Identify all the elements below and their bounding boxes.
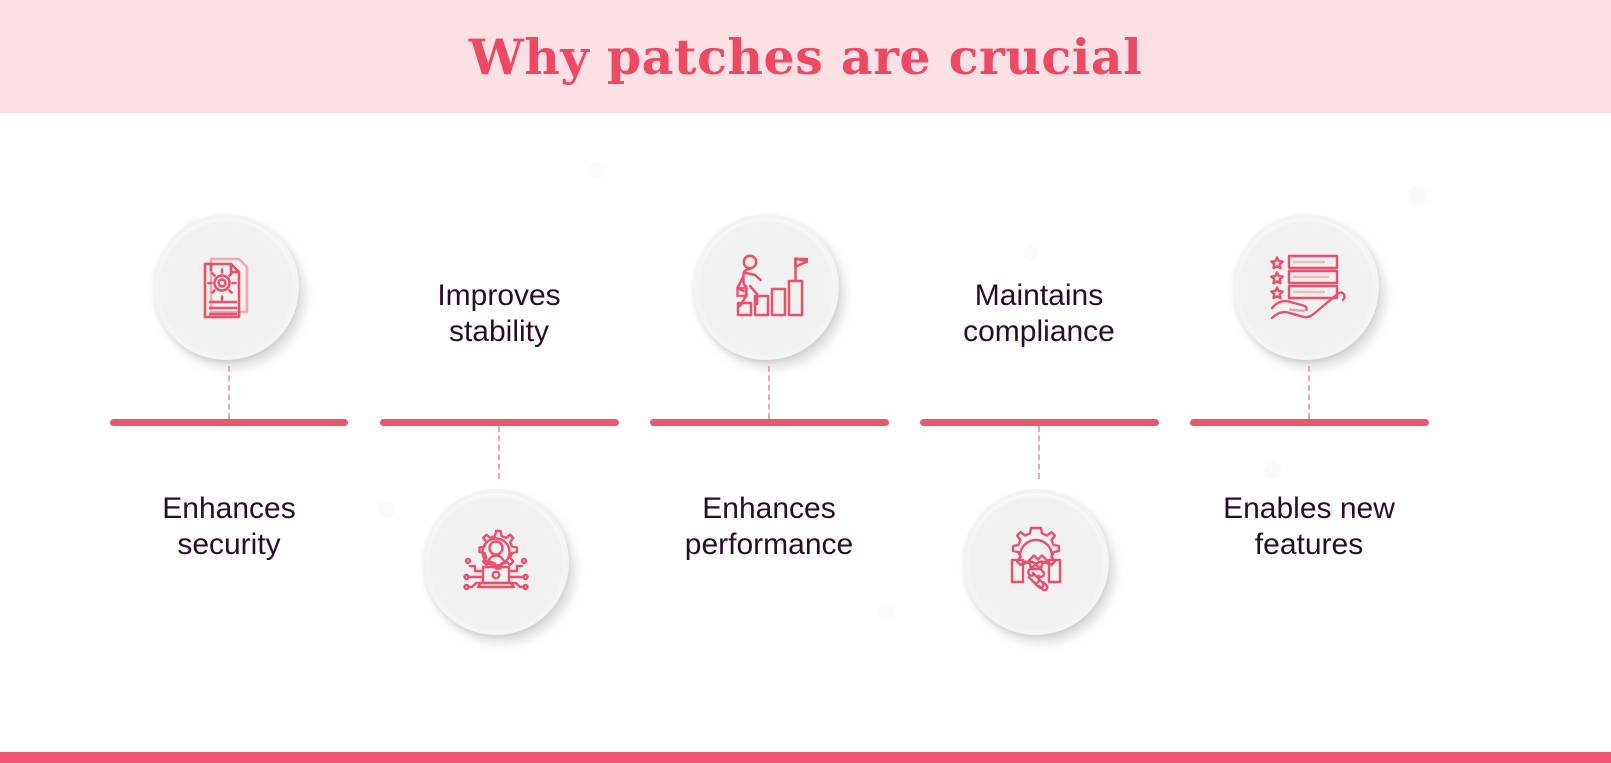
infographic-item-2: Improves stability bbox=[368, 113, 630, 752]
connector-line bbox=[1308, 366, 1310, 419]
icon-badge-improves-stability[interactable] bbox=[423, 489, 575, 643]
divider-bar-1 bbox=[110, 419, 348, 426]
user-gear-laptop-icon bbox=[463, 529, 529, 591]
icon-circle bbox=[963, 489, 1109, 635]
person-climbing-chart-flag-icon bbox=[736, 254, 808, 317]
divider-bar-5 bbox=[1190, 419, 1429, 426]
documents-gear-icon bbox=[203, 257, 249, 319]
connector-line bbox=[1038, 426, 1040, 479]
connector-line bbox=[228, 366, 230, 419]
icon-badge-maintains-compliance[interactable] bbox=[963, 489, 1115, 643]
bottom-accent-strip bbox=[0, 752, 1611, 763]
infographic-canvas: Enhances security Improves stability bbox=[0, 113, 1611, 752]
divider-bar-2 bbox=[380, 419, 619, 426]
icon-circle bbox=[153, 214, 299, 360]
icon-badge-enhances-security[interactable] bbox=[153, 214, 305, 368]
infographic-item-3: Enhances performance bbox=[638, 113, 900, 752]
connector-line bbox=[498, 426, 500, 479]
icon-circle bbox=[423, 489, 569, 635]
item-label: Improves stability bbox=[437, 279, 561, 348]
item-label: Enables new features bbox=[1223, 492, 1395, 561]
infographic-item-5: Enables new features bbox=[1178, 113, 1440, 752]
icon-badge-enables-new-features[interactable] bbox=[1233, 214, 1385, 368]
divider-bar-3 bbox=[650, 419, 889, 426]
divider-bar-4 bbox=[920, 419, 1159, 426]
page-title: Why patches are crucial bbox=[468, 27, 1143, 86]
connector-line bbox=[768, 366, 770, 419]
header-band: Why patches are crucial bbox=[0, 0, 1611, 113]
item-label: Enhances performance bbox=[684, 492, 854, 561]
icon-badge-enhances-performance[interactable] bbox=[693, 214, 845, 368]
item-label: Maintains compliance bbox=[963, 279, 1115, 348]
handshake-gear-icon bbox=[1010, 526, 1062, 592]
infographic-item-4: Maintains compliance bbox=[908, 113, 1170, 752]
icon-circle bbox=[1233, 214, 1379, 360]
hand-holding-starred-list-icon bbox=[1270, 254, 1346, 320]
item-label: Enhances security bbox=[162, 492, 296, 561]
infographic-item-1: Enhances security bbox=[98, 113, 360, 752]
icon-circle bbox=[693, 214, 839, 360]
